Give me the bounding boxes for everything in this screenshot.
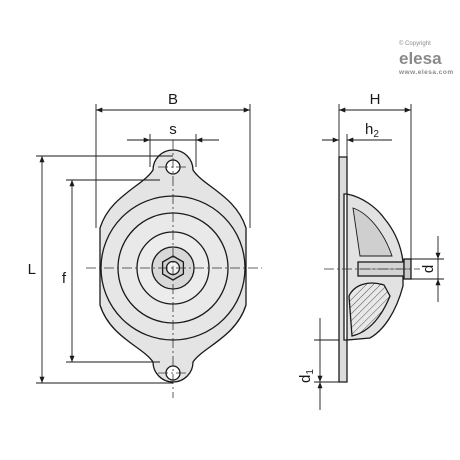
brand-url: www.elesa.com	[398, 69, 454, 76]
side-dimensions	[314, 104, 444, 410]
brand-copyright: © Copyright	[399, 40, 431, 47]
front-dimensions	[36, 104, 251, 384]
dim-f-label: f	[62, 270, 67, 287]
side-inner-cavity	[352, 207, 393, 257]
dim-s-label: s	[169, 121, 177, 138]
side-rubber-section	[348, 282, 391, 337]
brand-name: elesa	[399, 49, 442, 68]
dim-L-label: L	[28, 261, 36, 278]
dim-d1-label: d1	[297, 369, 316, 383]
dim-H-label: H	[370, 91, 381, 108]
side-view	[338, 156, 412, 383]
dim-h2-label: h2	[365, 121, 379, 140]
side-flange-plate	[338, 156, 348, 383]
brand-logo: © Copyright elesa www.elesa.com	[398, 40, 454, 76]
dim-B-label: B	[168, 91, 178, 108]
dim-d-label: d	[420, 265, 437, 273]
front-center-lines	[86, 140, 262, 398]
